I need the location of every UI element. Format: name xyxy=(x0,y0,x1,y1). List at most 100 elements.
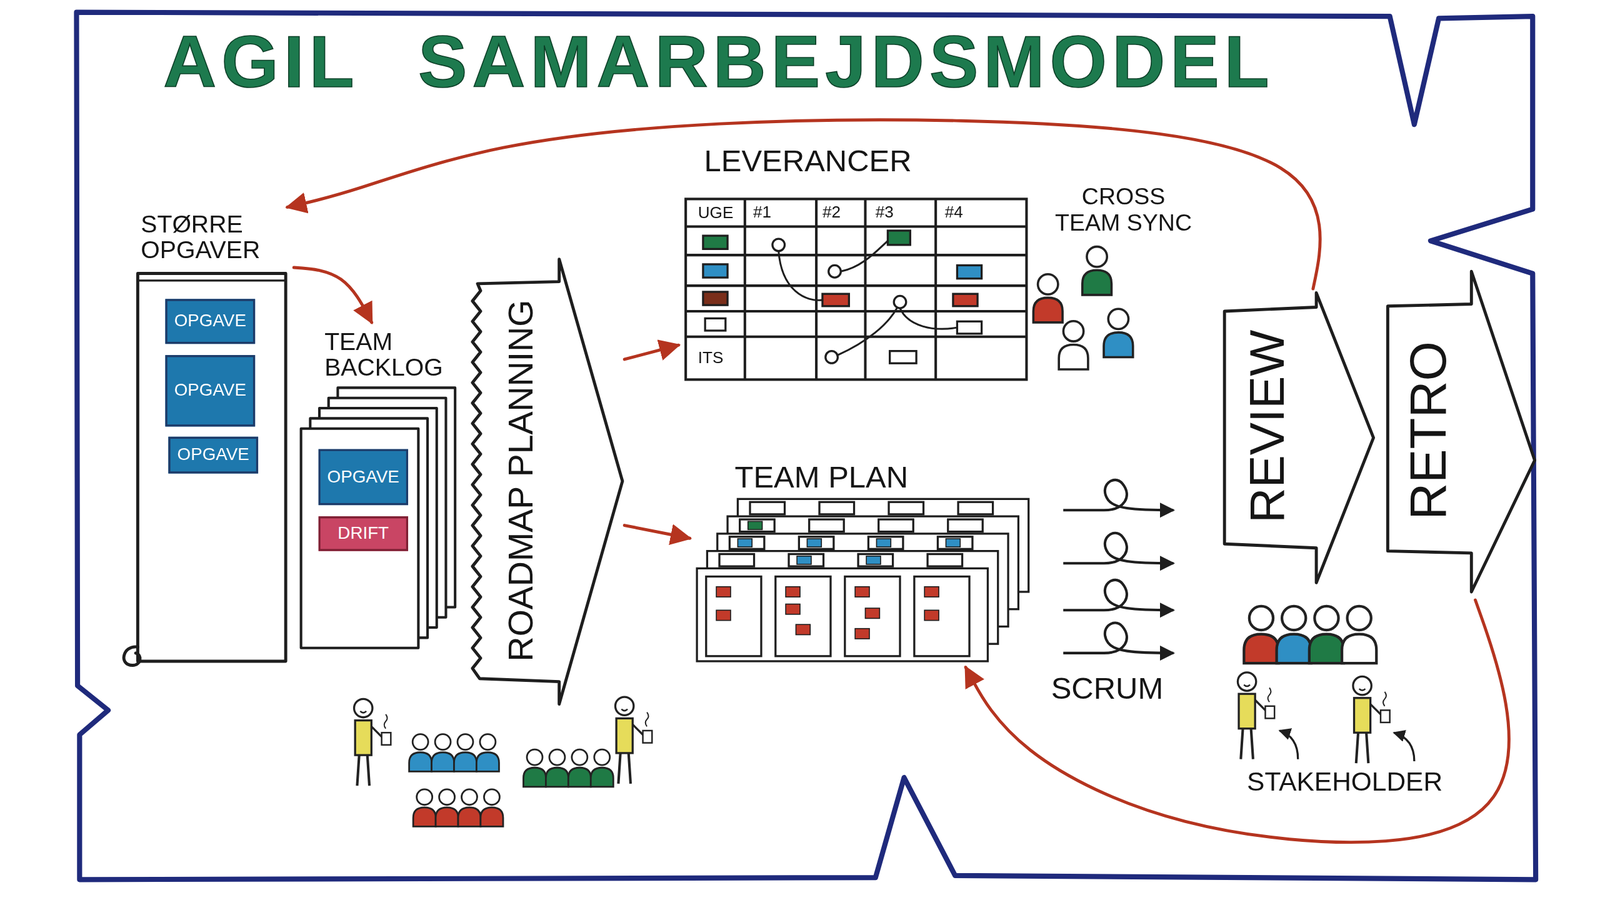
task-card: OPGAVE xyxy=(165,298,255,344)
team-people xyxy=(545,749,569,787)
table-header-cell: #2 xyxy=(822,203,841,222)
team-plan-boards xyxy=(785,586,800,597)
stakeholder-people xyxy=(1243,606,1279,664)
flow-arrow xyxy=(624,345,679,360)
board-frame xyxy=(76,12,1536,880)
team-plan-boards xyxy=(876,538,891,547)
practice-label: SCRUM xyxy=(1051,671,1164,706)
flow-arrow xyxy=(287,120,1320,289)
cross-team-people xyxy=(1103,308,1134,357)
team-people xyxy=(431,734,455,772)
stakeholder-people xyxy=(1393,732,1415,762)
role-label: STAKEHOLDER xyxy=(1246,767,1443,798)
team-plan-boards xyxy=(809,519,845,532)
retro-arrow-outline xyxy=(1387,271,1535,592)
team-plan-boards xyxy=(858,554,894,567)
board-frame xyxy=(76,12,1536,880)
team-plan-boards xyxy=(845,576,900,656)
team-plan-boards: TEAM PLAN xyxy=(690,459,1035,668)
team-plan-boards xyxy=(806,538,822,547)
ops-card: DRIFT xyxy=(318,516,409,552)
team-plan-boards xyxy=(958,501,994,515)
team-plan-boards xyxy=(788,554,824,567)
team-plan-boards xyxy=(716,610,731,620)
cross-team-people xyxy=(1082,246,1112,295)
table-header-cell: #4 xyxy=(945,203,964,222)
cross-team-people xyxy=(1058,321,1089,370)
task-scroll-outline xyxy=(137,273,286,662)
task-scroll: STØRRE OPGAVEROPGAVEOPGAVEOPGAVE xyxy=(130,206,294,672)
deliverable-marks xyxy=(703,230,982,364)
scrum-loops xyxy=(1063,580,1174,610)
task-card: OPGAVE xyxy=(318,448,409,505)
deliverables-grid xyxy=(685,198,1027,380)
scrum-loops xyxy=(1063,622,1174,653)
team-plan-boards xyxy=(945,538,960,547)
flow-arrow xyxy=(965,600,1509,843)
deliverable-marks xyxy=(890,351,917,364)
team-people xyxy=(476,734,499,772)
stakeholder-people xyxy=(1341,606,1377,664)
team-plan-boards xyxy=(914,576,970,656)
deliverable-marks xyxy=(703,264,728,278)
team-plan-boards xyxy=(750,501,785,515)
task-card-text: OPGAVE xyxy=(327,467,400,487)
team-people xyxy=(615,696,652,784)
team-plan-boards xyxy=(865,608,880,619)
deliverable-marks xyxy=(893,295,907,309)
task-scroll-text: STØRRE OPGAVER xyxy=(140,211,288,263)
team-people xyxy=(480,789,504,827)
scrum-loops xyxy=(1063,533,1174,564)
deliverable-marks xyxy=(828,265,842,278)
team-plan-boards xyxy=(696,568,988,662)
team-plan-boards xyxy=(716,586,731,597)
team-people xyxy=(568,749,591,787)
cross-team-people xyxy=(1033,274,1063,323)
stakeholder-people xyxy=(1279,730,1298,760)
team-plan-boards xyxy=(729,536,765,550)
retro-arrow-text: RETRO xyxy=(1400,341,1457,520)
team-people xyxy=(413,789,436,827)
team-plan-boards xyxy=(888,501,924,515)
deliverable-marks xyxy=(778,240,958,355)
backlog-stack-outline xyxy=(301,428,419,649)
team-plan-boards xyxy=(819,501,855,515)
deliverable-marks xyxy=(705,318,726,331)
team-plan-boards xyxy=(866,556,881,565)
deliverable-marks xyxy=(822,293,849,307)
team-plan-boards xyxy=(737,538,752,547)
team-plan-boards xyxy=(785,604,800,615)
team-plan-boards xyxy=(796,556,812,565)
table-header-cell: #3 xyxy=(875,203,894,222)
group-label: CROSS TEAM SYNC xyxy=(1048,183,1198,237)
team-plan-boards-text: TEAM PLAN xyxy=(735,461,909,494)
team-people xyxy=(453,734,477,772)
task-card-text: OPGAVE xyxy=(174,381,247,401)
backlog-stack-text: TEAM BACKLOG xyxy=(324,328,459,380)
team-plan-boards xyxy=(868,536,904,550)
review-arrow-outline xyxy=(1224,293,1374,584)
deliverable-marks xyxy=(956,265,982,279)
deliverables-grid xyxy=(685,198,1027,380)
team-plan-boards xyxy=(716,586,939,639)
deliverable-marks xyxy=(825,351,839,364)
team-plan-boards xyxy=(706,576,762,656)
review-arrow: REVIEW xyxy=(1216,288,1378,587)
retro-arrow: RETRO xyxy=(1381,267,1539,600)
deliverable-marks xyxy=(887,230,910,245)
roadmap-arrow-outline xyxy=(472,259,623,705)
team-plan-boards xyxy=(798,536,834,550)
team-plan-boards xyxy=(948,519,984,532)
team-people xyxy=(435,789,459,827)
team-plan-boards xyxy=(748,521,763,530)
task-scroll-outline xyxy=(137,279,286,282)
team-plan-boards xyxy=(775,576,831,656)
backlog-stack: TEAM BACKLOG OPGAVE DRIFT xyxy=(295,322,464,652)
cross-team-people xyxy=(1033,246,1133,370)
team-plan-boards xyxy=(795,624,810,635)
team-plan-boards xyxy=(924,610,939,620)
team-people xyxy=(409,734,432,772)
stakeholder-people xyxy=(1309,606,1344,664)
